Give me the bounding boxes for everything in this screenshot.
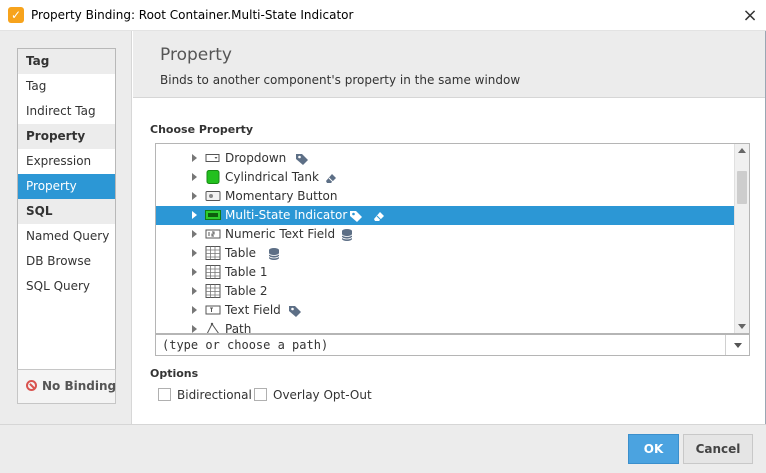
momentary-button-icon (205, 191, 221, 201)
expand-arrow-icon[interactable] (192, 287, 197, 295)
table-icon (205, 284, 221, 298)
path-icon (206, 322, 219, 333)
text-field-icon (205, 305, 221, 315)
chevron-down-icon[interactable] (725, 335, 749, 355)
path-input[interactable] (156, 335, 726, 355)
expand-arrow-icon[interactable] (192, 211, 197, 219)
tag-badge-icon (296, 153, 308, 165)
eraser-badge-icon (373, 211, 384, 221)
tree-row-multi-state-indicator[interactable]: Multi-State Indicator (156, 206, 735, 225)
app-logo-icon: ✓ (8, 7, 24, 23)
binding-type-indirect-tag[interactable]: Indirect Tag (26, 104, 96, 118)
binding-type-named-query[interactable]: Named Query (26, 229, 110, 243)
binding-type-list: Tag Tag Indirect Tag Property Expression… (17, 48, 116, 394)
expand-arrow-icon[interactable] (192, 268, 197, 276)
group-header-sql: SQL (18, 199, 115, 224)
expand-arrow-icon[interactable] (192, 154, 197, 162)
tree-row-label: Momentary Button (225, 189, 338, 203)
expand-arrow-icon[interactable] (192, 173, 197, 181)
overlay-opt-out-label: Overlay Opt-Out (273, 388, 372, 402)
options-label: Options (150, 367, 199, 380)
cancel-button[interactable]: Cancel (683, 434, 753, 464)
scroll-thumb[interactable] (737, 171, 747, 204)
no-binding-button[interactable]: No Binding (17, 369, 116, 404)
binding-type-property[interactable]: Property (18, 174, 115, 199)
tree-row-label: Table 1 (225, 265, 268, 279)
binding-type-db-browse[interactable]: DB Browse (26, 254, 91, 268)
table-icon (205, 246, 221, 260)
ok-button[interactable]: OK (628, 434, 679, 464)
scroll-down-icon[interactable] (738, 324, 746, 329)
tree-row-text-field[interactable]: Text Field (156, 301, 735, 320)
expand-arrow-icon[interactable] (192, 325, 197, 333)
path-combo (155, 334, 750, 356)
tree-scrollbar[interactable] (734, 144, 749, 333)
scroll-up-icon[interactable] (738, 148, 746, 153)
tree-row-numeric-text-field[interactable]: Numeric Text Field (156, 225, 735, 244)
close-icon[interactable]: × (742, 5, 758, 26)
tree-row-label: Table (225, 246, 257, 260)
dropdown-icon (205, 154, 220, 162)
numeric-text-field-icon (205, 229, 221, 239)
tree-row-label: Text Field (225, 303, 281, 317)
tree-row-label: Cylindrical Tank (225, 170, 319, 184)
expand-arrow-icon[interactable] (192, 306, 197, 314)
tree-row-label: Table 2 (225, 284, 268, 298)
group-header-property: Property (18, 124, 115, 149)
tree-row-path[interactable]: Path (156, 320, 735, 334)
binding-type-panel: Tag Tag Indirect Tag Property Expression… (0, 31, 132, 424)
property-tree[interactable]: Dropdown Cylindrical Tank Momentary Butt… (155, 143, 750, 334)
ban-icon (26, 380, 37, 391)
eraser-badge-icon (326, 173, 336, 183)
table-icon (205, 265, 221, 279)
tree-row-label: Dropdown (225, 151, 287, 165)
group-header-tag: Tag (18, 49, 115, 74)
tree-row-label: Path (225, 322, 252, 334)
tree-row-dropdown[interactable]: Dropdown (156, 149, 735, 168)
tree-row-cylindrical-tank[interactable]: Cylindrical Tank (156, 168, 735, 187)
bidirectional-checkbox[interactable]: Bidirectional (158, 387, 252, 403)
tag-badge-icon (350, 210, 362, 222)
tree-row-table-1[interactable]: Table 1 (156, 263, 735, 282)
multi-state-indicator-icon (205, 210, 221, 220)
database-badge-icon (268, 247, 280, 260)
window-title: Property Binding: Root Container.Multi-S… (31, 8, 354, 22)
expand-arrow-icon[interactable] (192, 249, 197, 257)
expand-arrow-icon[interactable] (192, 230, 197, 238)
checkbox-box[interactable] (158, 388, 171, 401)
binding-header: Property Binds to another component's pr… (133, 31, 765, 98)
tree-row-momentary-button[interactable]: Momentary Button (156, 187, 735, 206)
page-description: Binds to another component's property in… (160, 73, 521, 87)
title-bar: ✓ Property Binding: Root Container.Multi… (0, 0, 766, 31)
binding-type-sql-query[interactable]: SQL Query (26, 279, 91, 293)
dialog-footer: OK Cancel (0, 424, 766, 473)
tree-row-table-2[interactable]: Table 2 (156, 282, 735, 301)
database-badge-icon (341, 228, 353, 241)
page-title: Property (160, 45, 232, 65)
bidirectional-label: Bidirectional (177, 388, 252, 402)
tree-row-label: Multi-State Indicator (225, 208, 348, 222)
cylindrical-tank-icon (206, 170, 220, 184)
expand-arrow-icon[interactable] (192, 192, 197, 200)
tag-badge-icon (289, 305, 301, 317)
binding-type-expression[interactable]: Expression (26, 154, 92, 168)
tree-row-label: Numeric Text Field (225, 227, 336, 241)
checkbox-box[interactable] (254, 388, 267, 401)
overlay-opt-out-checkbox[interactable]: Overlay Opt-Out (254, 387, 372, 403)
tree-row-table[interactable]: Table (156, 244, 735, 263)
binding-type-tag[interactable]: Tag (26, 79, 47, 93)
choose-property-label: Choose Property (150, 123, 254, 136)
no-binding-label: No Binding (42, 379, 117, 393)
